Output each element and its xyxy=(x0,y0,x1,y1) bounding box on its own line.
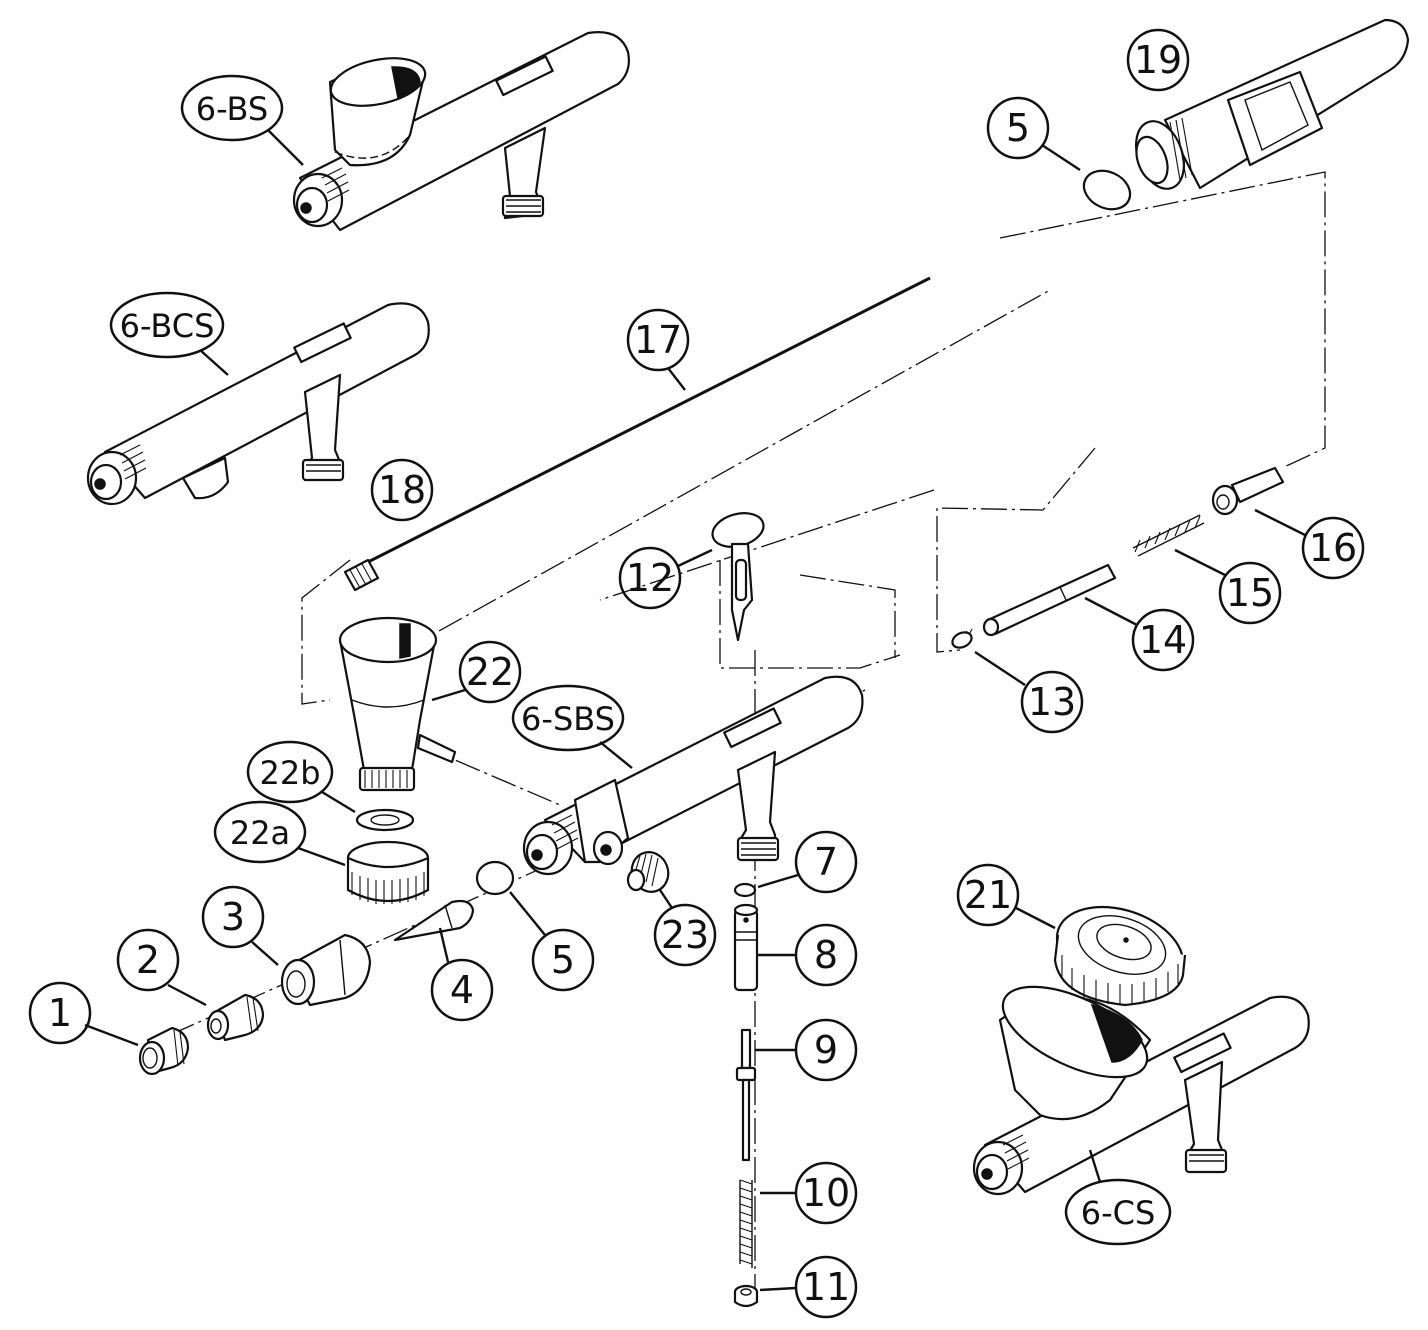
label-1: 1 xyxy=(48,991,72,1035)
part-5-oring-top xyxy=(1082,169,1132,211)
label-23: 23 xyxy=(661,913,709,957)
label-9: 9 xyxy=(814,1028,838,1072)
label-6-bcs: 6-BCS xyxy=(120,307,215,345)
callout-19: 19 xyxy=(1126,28,1190,92)
label-3: 3 xyxy=(221,895,245,939)
part-14-guide xyxy=(982,563,1117,637)
label-22b: 22b xyxy=(259,754,320,792)
part-22-cup xyxy=(338,616,457,792)
label-16: 16 xyxy=(1309,526,1357,570)
label-2: 2 xyxy=(136,938,160,982)
callout-6-bs: 6-BS xyxy=(180,74,304,166)
callout-6-cs: 6-CS xyxy=(1064,1149,1172,1246)
part-2-needle-cap xyxy=(206,993,265,1042)
callout-9: 9 xyxy=(755,1018,858,1082)
callout-16: 16 xyxy=(1254,508,1365,580)
part-17-needle xyxy=(361,276,931,567)
part-8-valve-housing xyxy=(733,903,759,992)
callout-3: 3 xyxy=(201,885,279,966)
callout-12: 12 xyxy=(618,546,713,610)
label-6-bs: 6-BS xyxy=(196,90,268,128)
label-19: 19 xyxy=(1134,38,1182,82)
part-19-handle xyxy=(1135,18,1410,190)
part-22a-adapter-nut xyxy=(346,840,430,904)
callout-18: 18 xyxy=(370,458,434,522)
body-6-cs xyxy=(972,985,1310,1196)
callout-11: 11 xyxy=(759,1255,858,1319)
label-6-cs: 6-CS xyxy=(1081,1194,1156,1232)
callout-22a: 22a xyxy=(213,800,346,867)
callout-6-sbs: 6-SBS xyxy=(511,684,633,769)
label-17: 17 xyxy=(634,318,682,362)
callout-6-bcs: 6-BCS xyxy=(109,291,229,376)
body-6-sbs xyxy=(522,675,864,876)
callout-23: 23 xyxy=(653,889,717,967)
part-13-spring-small xyxy=(951,628,973,649)
part-5-oring-lower xyxy=(475,860,515,896)
callout-5-top: 5 xyxy=(986,96,1081,172)
callout-5-lower: 5 xyxy=(509,891,595,992)
callout-14: 14 xyxy=(1084,596,1195,672)
part-4-nozzle xyxy=(393,899,475,942)
callout-7: 7 xyxy=(757,830,858,894)
callout-1: 1 xyxy=(28,981,139,1047)
label-14: 14 xyxy=(1139,618,1187,662)
label-10: 10 xyxy=(802,1171,850,1215)
label-21: 21 xyxy=(964,873,1012,917)
part-3-nozzle-cap xyxy=(280,933,372,1007)
part-11-valve-nut xyxy=(733,1284,759,1308)
part-16-nut xyxy=(1211,466,1285,516)
label-22a: 22a xyxy=(230,814,290,852)
callout-8: 8 xyxy=(758,923,858,987)
label-15: 15 xyxy=(1226,571,1274,615)
part-21-cup-lid xyxy=(1053,905,1187,1007)
part-10-valve-spring xyxy=(739,1179,753,1268)
callout-4: 4 xyxy=(430,927,494,1022)
part-23-knob xyxy=(626,851,670,893)
part-9-valve-stem xyxy=(735,1028,757,1162)
label-22: 22 xyxy=(466,650,514,694)
callout-22: 22 xyxy=(431,640,522,704)
label-18: 18 xyxy=(378,468,426,512)
label-12: 12 xyxy=(626,556,674,600)
callout-21: 21 xyxy=(956,863,1056,930)
label-4: 4 xyxy=(450,968,474,1012)
callout-2: 2 xyxy=(116,928,207,1007)
callout-13: 13 xyxy=(974,650,1084,734)
part-1-crown-cap xyxy=(138,1026,190,1076)
label-8: 8 xyxy=(814,933,838,977)
callout-17: 17 xyxy=(626,308,690,391)
part-18-needle-chucking xyxy=(343,558,380,592)
label-11: 11 xyxy=(802,1265,850,1309)
label-6-sbs: 6-SBS xyxy=(521,700,615,738)
label-5-top: 5 xyxy=(1006,106,1030,150)
callout-22b: 22b xyxy=(246,740,356,814)
part-22b-washer xyxy=(355,808,415,832)
label-13: 13 xyxy=(1028,680,1076,724)
label-5-lower: 5 xyxy=(551,938,575,982)
body-6-bs xyxy=(292,31,630,232)
callout-15: 15 xyxy=(1174,548,1282,625)
body-6-bcs xyxy=(86,302,430,506)
part-15-spring xyxy=(1132,514,1205,557)
callout-10: 10 xyxy=(760,1161,858,1225)
label-7: 7 xyxy=(814,840,838,884)
part-7-oring xyxy=(733,882,757,898)
part-12-trigger xyxy=(711,512,765,642)
